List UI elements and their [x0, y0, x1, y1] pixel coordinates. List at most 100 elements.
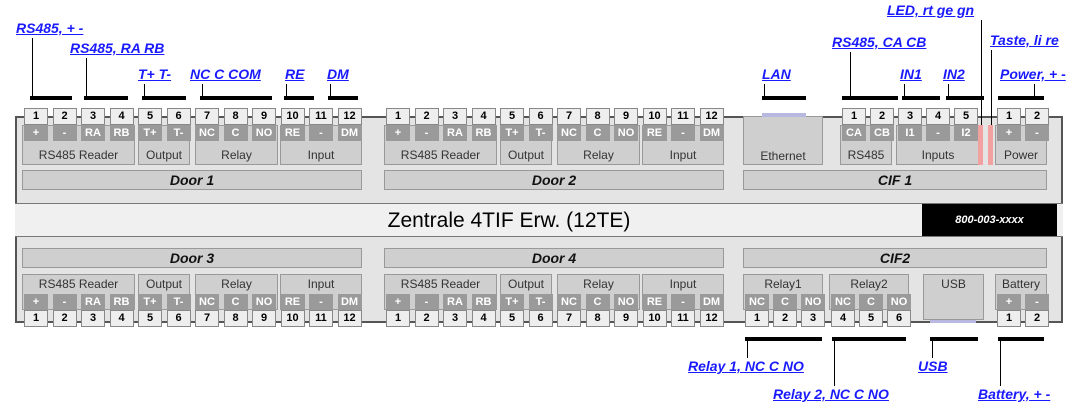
terminal-number[interactable]: 7 [195, 310, 219, 327]
terminal-number[interactable]: 3 [443, 108, 467, 125]
terminal-number[interactable]: 7 [557, 108, 581, 125]
terminal-number[interactable]: 2 [414, 310, 439, 327]
terminal-function: - [52, 294, 77, 310]
terminal-number[interactable]: 1 [842, 108, 866, 125]
usb-port[interactable]: USB [923, 274, 984, 320]
terminal-number[interactable]: 2 [52, 108, 77, 125]
terminal-number[interactable]: 9 [614, 310, 638, 327]
terminal-number[interactable]: 4 [471, 108, 496, 125]
terminal-number[interactable]: 4 [926, 108, 950, 125]
terminal-number[interactable]: 11 [309, 310, 333, 327]
terminal-number[interactable]: 8 [585, 108, 610, 125]
terminal-function: T+ [138, 294, 162, 310]
terminal-number[interactable]: 6 [166, 108, 191, 125]
terminal-number[interactable]: 9 [252, 310, 276, 327]
terminal-number[interactable]: 9 [252, 108, 276, 125]
terminal-number[interactable]: 1 [386, 310, 410, 327]
terminal-function: - [414, 294, 439, 310]
terminal-number[interactable]: 8 [585, 310, 610, 327]
terminal-number[interactable]: 1 [24, 310, 48, 327]
terminal-function: NC [195, 125, 219, 141]
terminal-number[interactable]: 11 [671, 310, 695, 327]
terminal-number[interactable]: 4 [109, 310, 134, 327]
terminal-function: RE [280, 294, 305, 310]
terminal-number[interactable]: 4 [109, 108, 134, 125]
terminal-number[interactable]: 10 [642, 108, 667, 125]
annotation-led: LED, rt ge gn [887, 2, 975, 18]
terminal-function: RB [471, 294, 496, 310]
annotation-usb: USB [918, 358, 948, 374]
terminal-number[interactable]: 1 [24, 108, 48, 125]
terminal-number[interactable]: 8 [223, 310, 248, 327]
leader-line [981, 20, 982, 125]
terminal-number[interactable]: 2 [1025, 108, 1049, 125]
connector-marker [946, 96, 984, 100]
connector-marker [84, 96, 128, 100]
terminal-number[interactable]: 6 [887, 310, 911, 327]
terminal-function: C [773, 294, 797, 310]
terminal-number[interactable]: 8 [223, 108, 248, 125]
leader-line [32, 38, 33, 96]
terminal-function: NC [195, 294, 219, 310]
terminal-number[interactable]: 2 [773, 310, 797, 327]
connector-marker [745, 337, 822, 341]
terminal-number[interactable]: 5 [500, 108, 524, 125]
terminal-number[interactable]: 3 [898, 108, 922, 125]
terminal-number[interactable]: 12 [337, 310, 362, 327]
annotation-relay2: Relay 2, NC C NO [773, 386, 889, 402]
terminal-function: - [309, 125, 333, 141]
terminal-number[interactable]: 4 [831, 310, 855, 327]
terminal-number[interactable]: 12 [337, 108, 362, 125]
terminal-number[interactable]: 5 [954, 108, 978, 125]
terminal-function: - [309, 294, 333, 310]
terminal-function: I2 [954, 125, 978, 141]
terminal-number[interactable]: 10 [280, 310, 305, 327]
terminal-number[interactable]: 5 [138, 310, 162, 327]
terminal-function: - [671, 294, 695, 310]
terminal-number[interactable]: 7 [195, 108, 219, 125]
annotation-re: RE [285, 66, 305, 82]
terminal-number[interactable]: 1 [997, 108, 1021, 125]
terminal-number[interactable]: 10 [280, 108, 305, 125]
terminal-number[interactable]: 1 [997, 310, 1021, 327]
terminal-number[interactable]: 9 [614, 108, 638, 125]
terminal-number[interactable]: 4 [471, 310, 496, 327]
terminal-number[interactable]: 2 [52, 310, 77, 327]
leader-line [850, 52, 851, 96]
terminal-number[interactable]: 3 [81, 310, 105, 327]
terminal-number[interactable]: 2 [414, 108, 439, 125]
door-group-rs485-reader: RS485 Reader [22, 274, 135, 310]
terminal-number[interactable]: 2 [870, 108, 894, 125]
terminal-function: C [585, 294, 610, 310]
terminal-number[interactable]: 12 [699, 310, 724, 327]
leader-line [904, 84, 905, 96]
terminal-number[interactable]: 5 [859, 310, 883, 327]
terminal-function: NO [614, 294, 638, 310]
terminal-function: NO [252, 125, 276, 141]
serial-number: 800-003-xxxx [922, 204, 1057, 236]
terminal-number[interactable]: 3 [81, 108, 105, 125]
terminal-number[interactable]: 12 [699, 108, 724, 125]
connector-marker [998, 96, 1044, 100]
terminal-function: T- [528, 125, 553, 141]
terminal-number[interactable]: 6 [528, 108, 553, 125]
annotation-rs485_pm: RS485, + - [16, 20, 84, 36]
terminal-number[interactable]: 6 [528, 310, 553, 327]
terminal-number[interactable]: 7 [557, 310, 581, 327]
terminal-number[interactable]: 10 [642, 310, 667, 327]
terminal-number[interactable]: 1 [745, 310, 769, 327]
terminal-number[interactable]: 11 [671, 108, 695, 125]
terminal-number[interactable]: 3 [801, 310, 825, 327]
connector-marker [30, 96, 72, 100]
terminal-number[interactable]: 5 [500, 310, 524, 327]
ethernet-port[interactable]: Ethernet [743, 116, 823, 165]
terminal-function: DM [337, 294, 362, 310]
terminal-function: C [859, 294, 883, 310]
terminal-number[interactable]: 1 [386, 108, 410, 125]
terminal-number[interactable]: 6 [166, 310, 191, 327]
terminal-number[interactable]: 5 [138, 108, 162, 125]
terminal-number[interactable]: 11 [309, 108, 333, 125]
terminal-number[interactable]: 2 [1025, 310, 1049, 327]
terminal-function: RA [443, 125, 467, 141]
terminal-number[interactable]: 3 [443, 310, 467, 327]
